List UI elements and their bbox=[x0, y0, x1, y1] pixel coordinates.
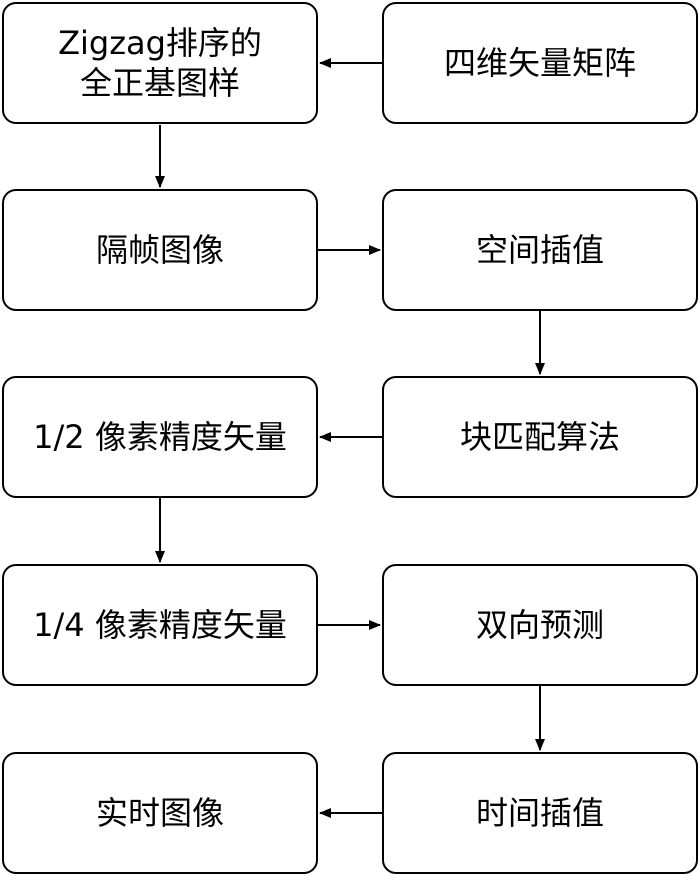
node-label-line: Zigzag排序的 bbox=[58, 24, 262, 62]
node-spatial-interpolation: 空间插值 bbox=[382, 189, 698, 311]
node-block-matching: 块匹配算法 bbox=[382, 376, 698, 498]
node-label: 1/4 像素精度矢量 bbox=[33, 606, 287, 644]
node-label: 空间插值 bbox=[475, 231, 604, 269]
node-interlaced-image: 隔帧图像 bbox=[2, 189, 318, 311]
node-zigzag-basis-pattern: Zigzag排序的 全正基图样 bbox=[2, 2, 318, 124]
node-quarter-pixel-vector: 1/4 像素精度矢量 bbox=[2, 564, 318, 686]
node-realtime-image: 实时图像 bbox=[2, 752, 318, 874]
node-label-line: 全正基图样 bbox=[79, 64, 240, 102]
node-label: 1/2 像素精度矢量 bbox=[33, 418, 287, 456]
node-label: 四维矢量矩阵 bbox=[443, 44, 636, 82]
node-label: 时间插值 bbox=[475, 794, 604, 832]
node-label: 双向预测 bbox=[475, 606, 604, 644]
node-bidirectional-prediction: 双向预测 bbox=[382, 564, 698, 686]
node-label: 块匹配算法 bbox=[459, 418, 620, 456]
node-temporal-interpolation: 时间插值 bbox=[382, 752, 698, 874]
node-four-dim-vector-matrix: 四维矢量矩阵 bbox=[382, 2, 698, 124]
node-label: 实时图像 bbox=[95, 794, 224, 832]
node-half-pixel-vector: 1/2 像素精度矢量 bbox=[2, 376, 318, 498]
node-label: 隔帧图像 bbox=[95, 231, 224, 269]
